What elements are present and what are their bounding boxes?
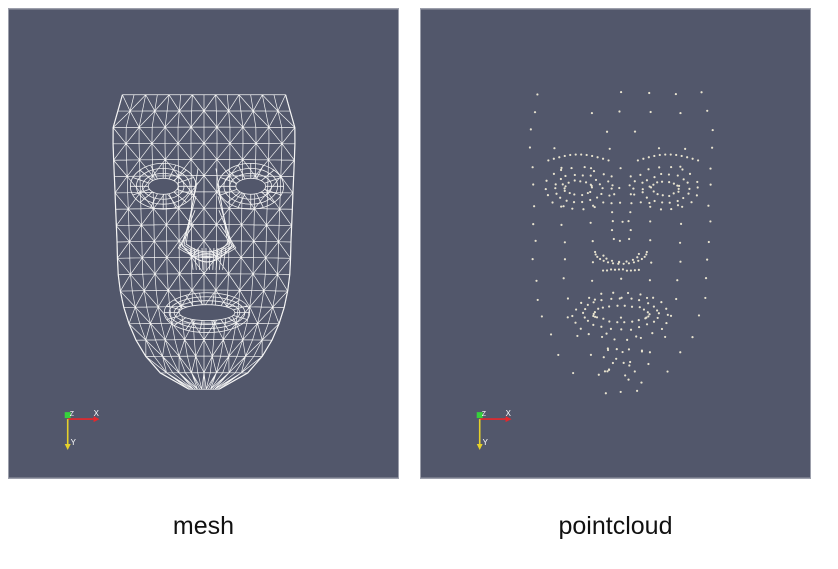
mesh-caption: mesh	[172, 512, 235, 540]
face-features	[129, 163, 284, 333]
viewport-background	[9, 9, 398, 478]
z-axis-label: Z	[482, 411, 487, 418]
pointcloud-viewport[interactable]: X Y Z	[420, 8, 811, 479]
x-axis-label: X	[94, 409, 100, 418]
z-axis-label: Z	[70, 411, 75, 418]
viewport-background	[421, 9, 810, 478]
pointcloud-render-canvas[interactable]: X Y Z	[421, 9, 810, 478]
x-axis-label: X	[506, 409, 512, 418]
y-axis-label: Y	[71, 438, 77, 447]
face-point-cloud	[528, 90, 714, 395]
orientation-axes-icon: X Y Z	[64, 409, 100, 450]
mesh-viewport[interactable]: X Y Z	[8, 8, 399, 479]
pointcloud-caption: pointcloud	[558, 512, 673, 540]
y-axis-label: Y	[483, 438, 489, 447]
mesh-render-canvas[interactable]: X Y Z	[9, 9, 398, 478]
orientation-axes-icon: X Y Z	[476, 409, 512, 450]
